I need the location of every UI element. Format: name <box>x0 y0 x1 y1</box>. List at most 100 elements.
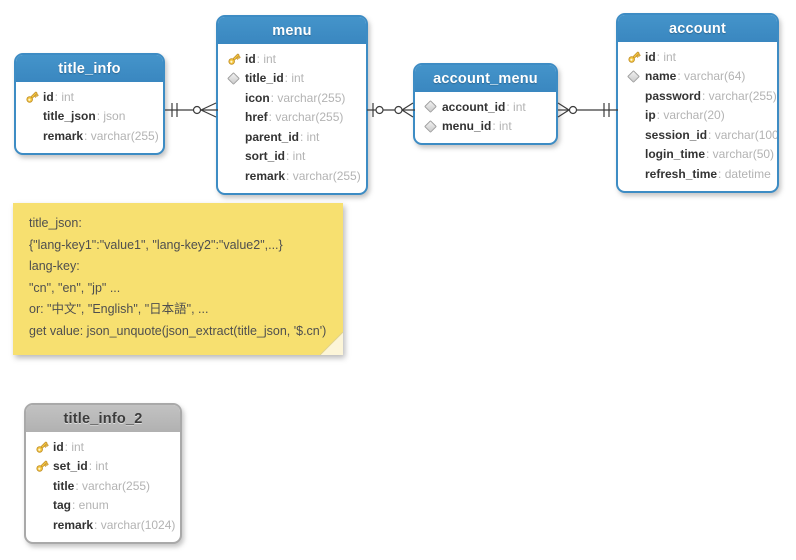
field-name: remark <box>245 168 286 183</box>
field-name: icon <box>245 90 270 105</box>
field-name: id <box>645 49 656 64</box>
field-name: refresh_time <box>645 166 718 181</box>
field-type: : varchar(255) <box>270 90 346 105</box>
field-type: : int <box>492 119 512 134</box>
field-row-parent_id[interactable]: parent_id: int <box>222 127 360 147</box>
primary-key-icon <box>30 440 53 454</box>
field-type: : int <box>286 149 306 164</box>
field-row-id[interactable]: id: int <box>30 437 174 457</box>
relationship-menu-account_menu[interactable] <box>367 96 415 124</box>
field-row-icon[interactable]: icon: varchar(255) <box>222 88 360 108</box>
field-row-remark[interactable]: remark: varchar(1024) <box>30 515 176 535</box>
field-type: : varchar(255) <box>75 478 151 493</box>
field-type: : varchar(255) <box>702 88 777 103</box>
field-row-set_id[interactable]: set_id: int <box>30 457 174 477</box>
field-name: sort_id <box>245 149 286 164</box>
field-row-remark[interactable]: remark: varchar(255) <box>20 126 159 146</box>
field-name: title_json <box>43 109 96 124</box>
primary-key-icon <box>20 90 43 104</box>
table-title: account <box>669 20 726 37</box>
field-name: href <box>245 110 268 125</box>
note-line: "cn", "en", "jp" ... <box>29 280 121 295</box>
sticky-note-paper: title_json: {"lang-key1":"value1", "lang… <box>13 203 343 355</box>
table-title: title_info <box>58 60 121 77</box>
field-row-id[interactable]: id: int <box>222 49 360 69</box>
note-line: or: "中文", "English", "日本語", ... <box>29 302 209 316</box>
field-row-session_id[interactable]: session_id: varchar(100) <box>622 125 777 145</box>
table-title: account_menu <box>433 70 538 87</box>
field-name: id <box>43 89 54 104</box>
field-row-id[interactable]: id: int <box>20 87 157 107</box>
field-row-href[interactable]: href: varchar(255) <box>222 108 360 128</box>
table-header[interactable]: account_menu <box>415 65 556 93</box>
field-row-id[interactable]: id: int <box>622 47 771 67</box>
field-type: : int <box>284 71 305 86</box>
field-type: : varchar(255) <box>268 110 344 125</box>
field-type: : int <box>506 99 526 114</box>
primary-key-icon <box>222 52 245 66</box>
table-title: menu <box>272 22 312 39</box>
field-row-tag[interactable]: tag: enum <box>30 496 174 516</box>
field-row-name[interactable]: name: varchar(64) <box>622 67 771 87</box>
field-name: account_id <box>442 99 506 114</box>
field-type: : datetime <box>718 166 771 181</box>
field-type: : varchar(50) <box>706 147 775 162</box>
field-type: : varchar(100) <box>708 127 779 142</box>
relationship-account_menu-account[interactable] <box>556 96 618 124</box>
field-name: title_id <box>245 71 284 86</box>
field-row-password[interactable]: password: varchar(255) <box>622 86 777 106</box>
field-type: : varchar(255) <box>84 128 159 143</box>
table-header[interactable]: menu <box>218 17 366 45</box>
field-type: : json <box>96 109 126 124</box>
field-row-title_json[interactable]: title_json: json <box>20 107 157 127</box>
field-row-refresh_time[interactable]: refresh_time: datetime <box>622 164 771 184</box>
table-header[interactable]: title_info <box>16 55 163 83</box>
primary-key-icon <box>622 50 645 64</box>
field-name: id <box>245 51 256 66</box>
index-diamond-icon <box>622 69 645 83</box>
field-name: login_time <box>645 147 706 162</box>
field-name: set_id <box>53 459 88 474</box>
table-header[interactable]: account <box>618 15 777 43</box>
note-line: get value: json_unquote(json_extract(tit… <box>29 323 327 338</box>
field-name: remark <box>53 517 94 532</box>
field-row-account_id[interactable]: account_id: int <box>419 97 550 117</box>
field-type: : varchar(1024) <box>94 517 176 532</box>
field-name: password <box>645 88 702 103</box>
sticky-note[interactable]: title_json: {"lang-key1":"value1", "lang… <box>13 203 343 355</box>
field-type: : varchar(20) <box>656 108 725 123</box>
field-name: tag <box>53 498 71 513</box>
note-line: title_json: <box>29 216 82 230</box>
field-row-sort_id[interactable]: sort_id: int <box>222 147 360 167</box>
table-header[interactable]: title_info_2 <box>26 405 180 433</box>
field-name: parent_id <box>245 129 300 144</box>
field-row-title[interactable]: title: varchar(255) <box>30 476 174 496</box>
field-name: session_id <box>645 127 708 142</box>
field-row-title_id[interactable]: title_id: int <box>222 69 360 89</box>
field-type: : int <box>256 51 277 66</box>
primary-key-icon <box>30 459 53 473</box>
field-row-menu_id[interactable]: menu_id: int <box>419 117 550 137</box>
field-name: remark <box>43 128 84 143</box>
field-type: : int <box>88 459 109 474</box>
relationship-title_info-menu[interactable] <box>165 96 218 124</box>
field-type: : int <box>300 129 320 144</box>
field-name: ip <box>645 108 656 123</box>
field-type: : varchar(64) <box>677 69 746 84</box>
field-row-login_time[interactable]: login_time: varchar(50) <box>622 145 775 165</box>
field-type: : int <box>656 49 677 64</box>
table-title: title_info_2 <box>63 410 143 427</box>
field-row-ip[interactable]: ip: varchar(20) <box>622 106 771 126</box>
field-row-remark[interactable]: remark: varchar(255) <box>222 166 361 186</box>
